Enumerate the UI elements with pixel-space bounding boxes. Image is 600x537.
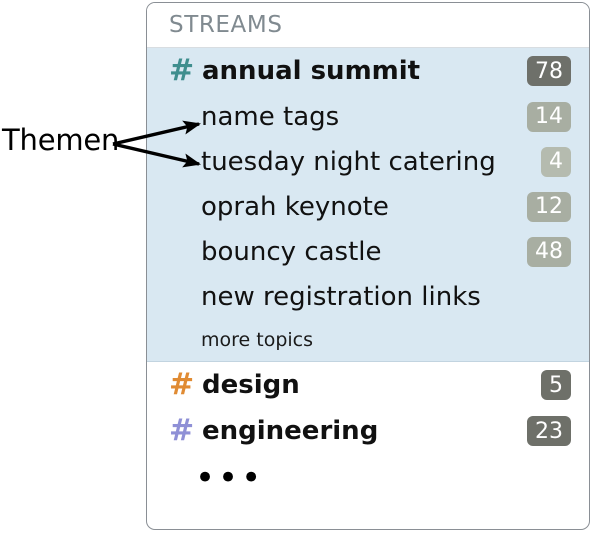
streams-panel-header: STREAMS [147, 3, 589, 48]
stream-name-label: engineering [202, 416, 379, 446]
topic-row[interactable]: new registration links [147, 274, 589, 319]
hash-icon: # [169, 53, 195, 88]
more-topics-link[interactable]: more topics [147, 319, 589, 361]
streams-header-title: STREAMS [169, 12, 283, 38]
topic-row[interactable]: tuesday night catering 4 [147, 139, 589, 184]
hash-icon: # [169, 413, 195, 448]
topic-name-label: tuesday night catering [201, 146, 496, 177]
annotation-label-themen: Themen [2, 123, 120, 157]
unread-count-badge: 48 [527, 236, 571, 267]
more-topics-label: more topics [201, 329, 314, 351]
stream-row-design[interactable]: # design 5 [147, 362, 589, 408]
unread-count-badge: 4 [541, 146, 571, 177]
stream-name-label: design [202, 370, 300, 400]
stream-name-label: annual summit [202, 56, 421, 86]
topic-row[interactable]: oprah keynote 12 [147, 184, 589, 229]
unread-count-badge: 14 [527, 101, 571, 132]
topic-name-label: bouncy castle [201, 236, 382, 267]
unread-count-badge: 78 [527, 56, 571, 86]
stream-list: # design 5 # engineering 23 ••• [147, 362, 589, 504]
stream-row-engineering[interactable]: # engineering 23 [147, 408, 589, 454]
hash-icon: # [169, 367, 195, 402]
unread-count-badge: 5 [541, 370, 571, 400]
streams-panel: STREAMS # annual summit 78 name tags 14 … [146, 2, 590, 530]
topic-row[interactable]: name tags 14 [147, 94, 589, 139]
topic-name-label: new registration links [201, 281, 481, 312]
topic-name-label: oprah keynote [201, 191, 389, 222]
more-streams-indicator[interactable]: ••• [147, 454, 589, 504]
ellipsis-icon: ••• [195, 458, 265, 499]
selected-stream-group: # annual summit 78 name tags 14 tuesday … [147, 48, 589, 362]
topic-name-label: name tags [201, 101, 340, 132]
unread-count-badge: 12 [527, 191, 571, 222]
stream-row-annual-summit[interactable]: # annual summit 78 [147, 48, 589, 94]
unread-count-badge: 23 [527, 416, 571, 446]
topic-row[interactable]: bouncy castle 48 [147, 229, 589, 274]
